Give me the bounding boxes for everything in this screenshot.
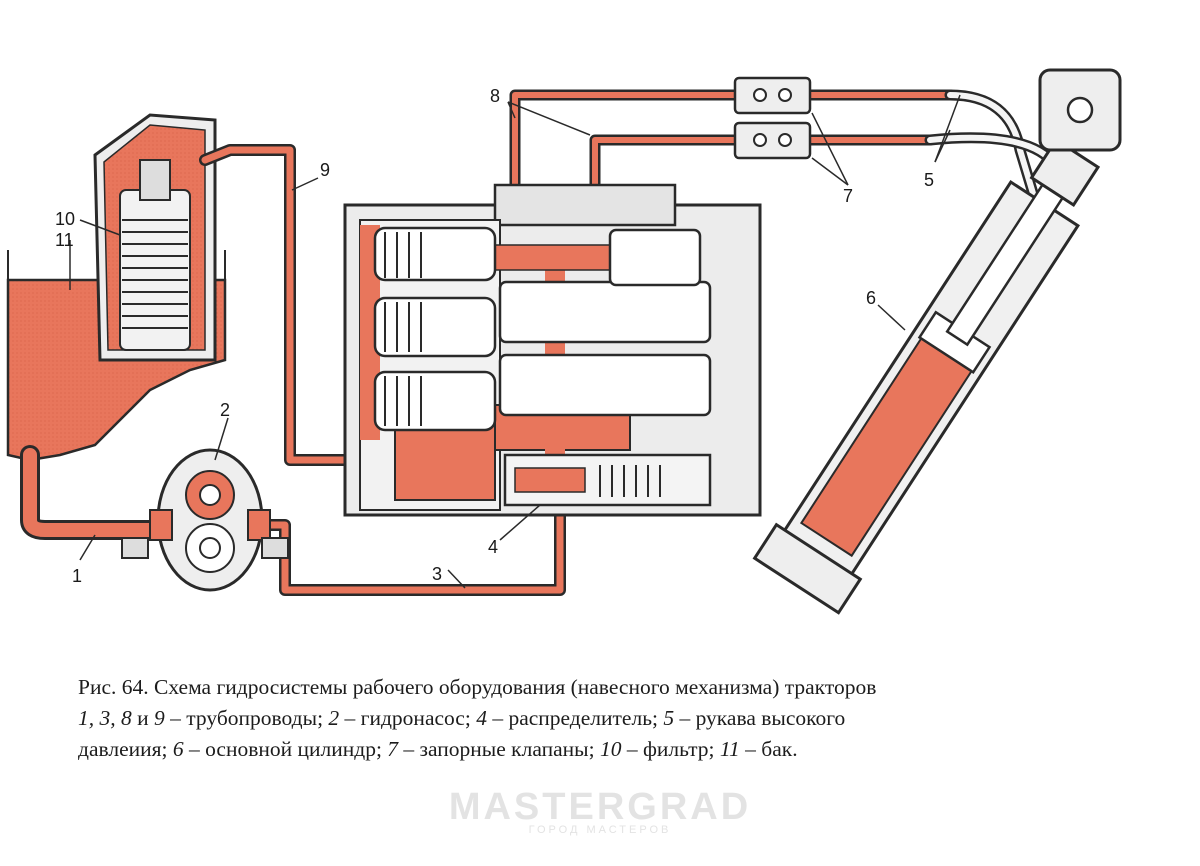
callout-5: 5 — [924, 170, 934, 190]
distributor — [343, 183, 762, 517]
shutoff-valves — [733, 76, 812, 160]
callout-9: 9 — [320, 160, 330, 180]
callout-4: 4 — [488, 537, 498, 557]
pump — [121, 448, 289, 592]
tank — [6, 113, 227, 462]
callout-11: 11 — [55, 230, 74, 250]
legend-num: 1, 3, 8 — [78, 706, 132, 730]
caption-legend-line-1: 1, 3, 8 и 9 – трубопроводы; 2 – гидронас… — [78, 706, 846, 730]
figure-caption: Рис. 64. Схема гидросистемы рабочего обо… — [78, 672, 1193, 765]
callout-1: 1 — [72, 566, 82, 586]
clevis — [1038, 68, 1122, 152]
hydraulic-system-diagram: 1 2 3 4 5 6 7 8 9 10 11 — [6, 68, 1122, 615]
callout-2: 2 — [220, 400, 230, 420]
callout-6: 6 — [866, 288, 876, 308]
callout-3: 3 — [432, 564, 442, 584]
caption-legend-line-2: давлеиия; 6 – основной цилиндр; 7 – запо… — [78, 737, 798, 761]
filter — [119, 159, 191, 351]
watermark-logo: MASTERGRAD — [448, 786, 752, 828]
callout-10: 10 — [55, 209, 75, 229]
callout-8: 8 — [490, 86, 500, 106]
callout-7: 7 — [843, 186, 853, 206]
main-cylinder — [752, 137, 1101, 615]
caption-title: Рис. 64. Схема гидросистемы рабочего обо… — [78, 675, 877, 699]
watermark-tagline: ГОРОД МАСТЕРОВ — [528, 824, 672, 836]
